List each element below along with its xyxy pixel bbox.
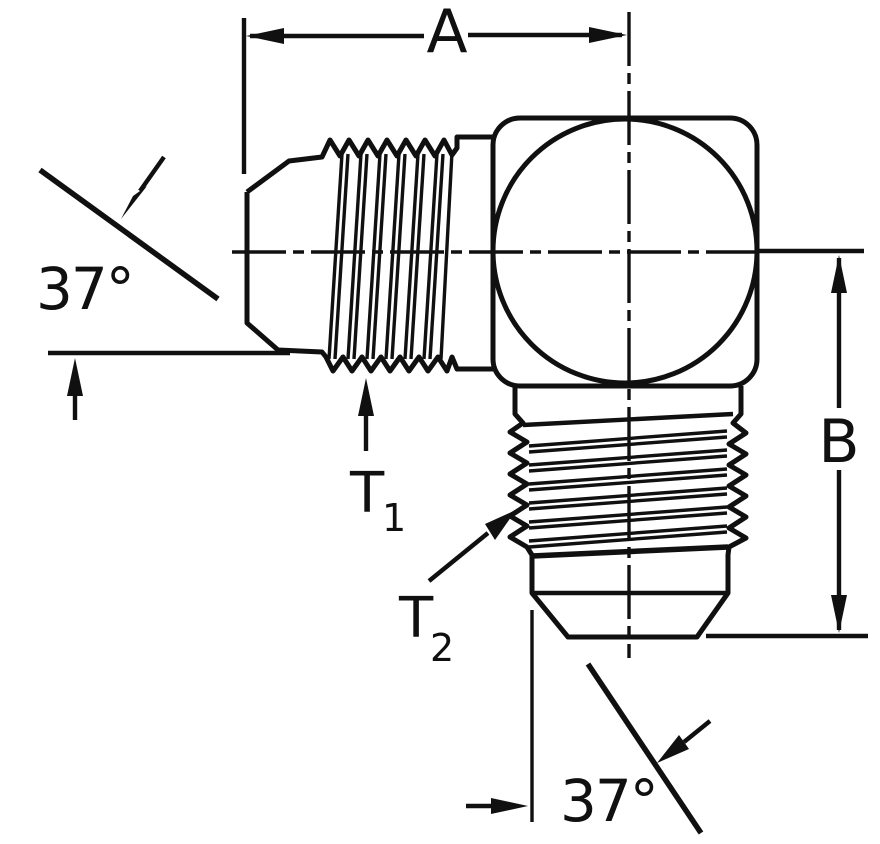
flare-angle-arrowhead-bottom-right [657, 735, 689, 763]
horizontal-thread-hatching [327, 151, 454, 360]
horizontal-port [244, 134, 493, 374]
t2-label: T [398, 586, 434, 651]
flare-angle-line-bottom-right [585, 662, 704, 835]
flare-angle-arrow-stem-bottom-right [682, 719, 712, 744]
flare-angle-callout-top-left: 37° [36, 155, 220, 323]
flare-angle-label-top-left: 37° [36, 255, 133, 323]
left-datum-arrowhead [67, 358, 83, 396]
vertical-thread-start-line [522, 411, 734, 428]
bottom-datum-arrowhead [491, 798, 528, 814]
t1-label: T [349, 461, 385, 526]
vertical-thread-hatching [528, 429, 728, 549]
dimension-b: B [706, 248, 868, 639]
dim-a-label: A [426, 0, 467, 67]
flare-angle-callout-bottom-right: 37° [560, 662, 712, 835]
bottom-datum [466, 610, 534, 822]
t2-arrowhead [485, 510, 516, 540]
vertical-port [507, 386, 749, 640]
vertical-thread-end-line [531, 544, 729, 559]
t2-subscript: 2 [430, 626, 454, 670]
dim-a-arrow-left [246, 28, 284, 44]
t1-callout: T 1 [349, 378, 406, 540]
vertical-port-outline [507, 386, 749, 640]
dim-b-label: B [818, 407, 859, 477]
flare-angle-line-top-left [38, 167, 220, 302]
dimension-a: A [241, 0, 627, 174]
t2-arrow-stem [427, 531, 490, 583]
t1-arrowhead [358, 378, 374, 416]
dim-b-arrow-up [831, 255, 847, 293]
flare-angle-label-bottom-right: 37° [560, 767, 657, 835]
t1-subscript: 1 [382, 496, 406, 540]
dim-b-arrow-down [831, 595, 847, 633]
flare-angle-arrowhead-top-left [121, 186, 147, 219]
dim-a-arrow-right [589, 27, 627, 43]
left-datum [48, 350, 290, 420]
t2-callout: T 2 [398, 510, 516, 670]
flare-angle-arrow-stem-top-left [138, 155, 166, 193]
